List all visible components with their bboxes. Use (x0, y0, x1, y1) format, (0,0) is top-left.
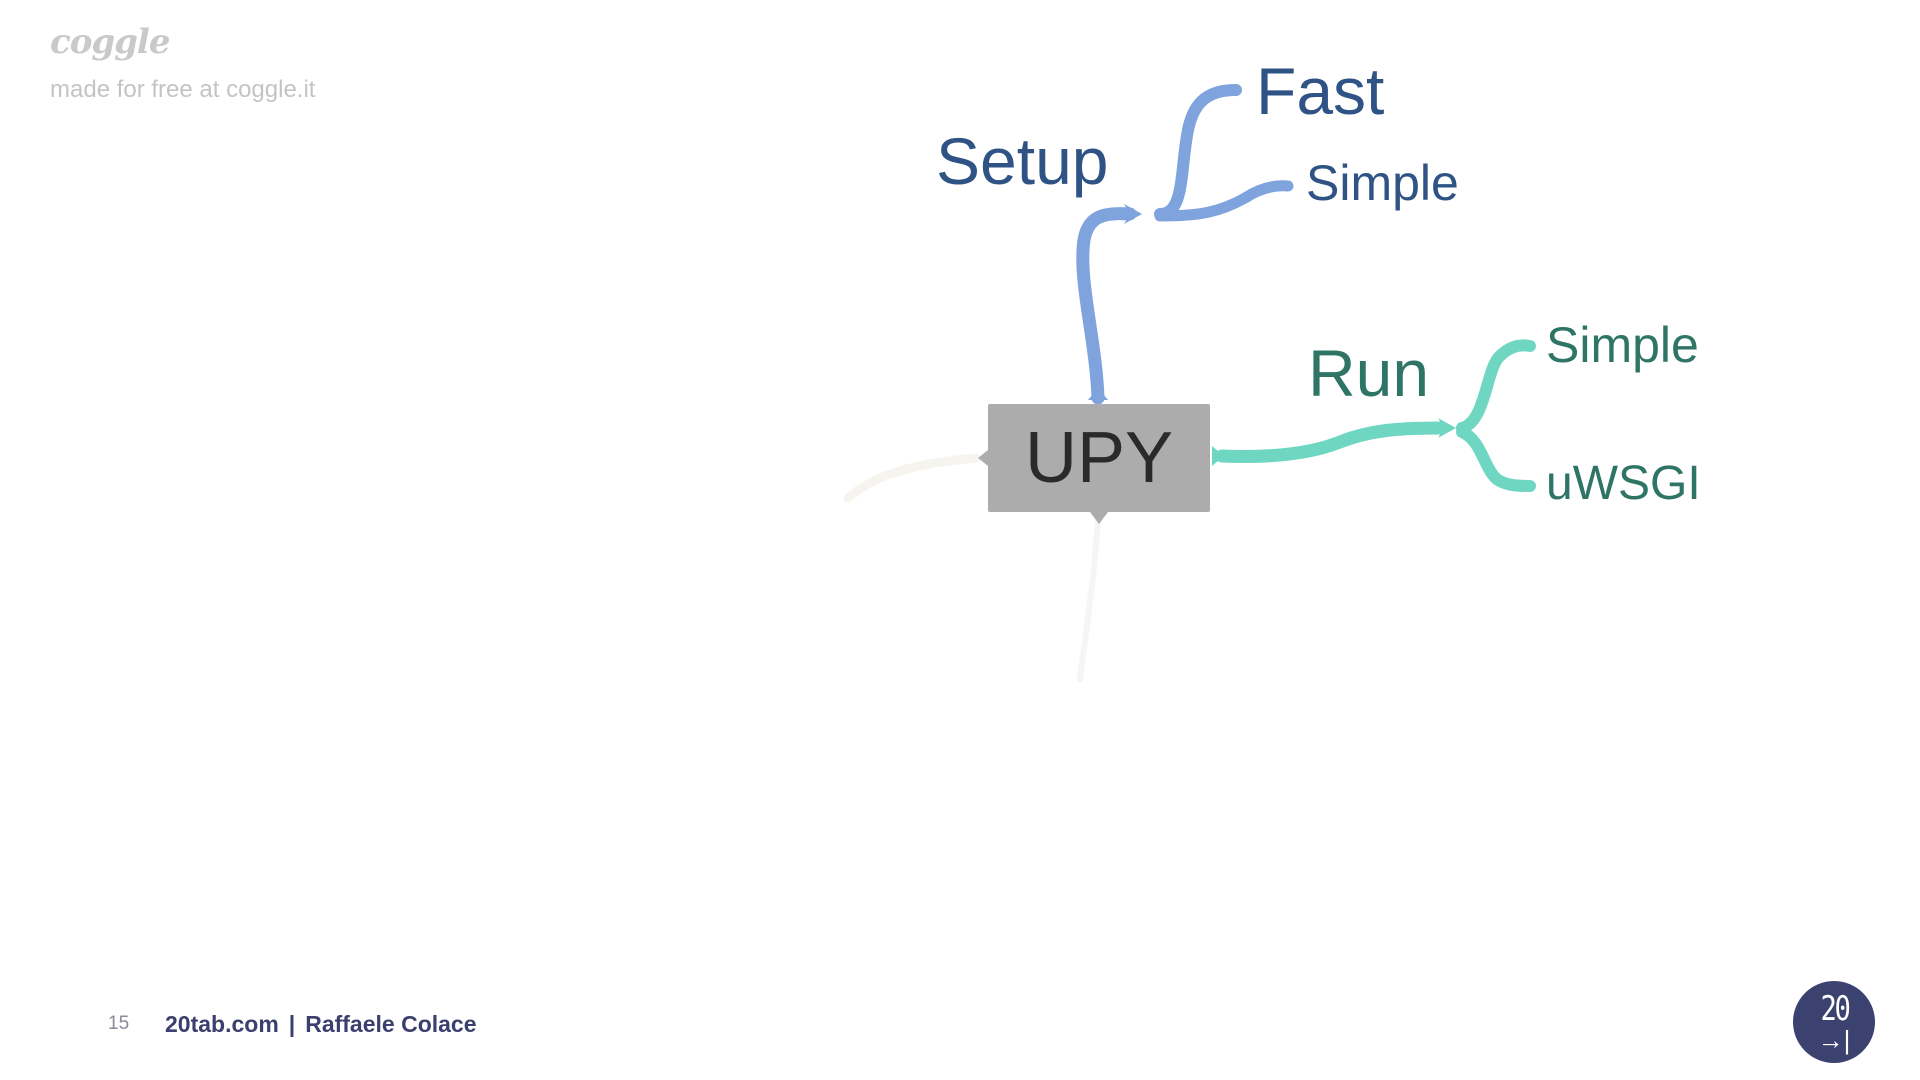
coggle-watermark-text: made for free at coggle.it (50, 76, 316, 103)
footer-author: Raffaele Colace (305, 1011, 477, 1037)
fast-connector (1154, 84, 1242, 220)
node-setup: Setup (936, 124, 1109, 198)
footer-credits: 20tab.com | Raffaele Colace (165, 1011, 477, 1038)
node-fast: Fast (1256, 54, 1385, 128)
footer-separator: | (288, 1011, 296, 1037)
center-bottom-marker (1090, 512, 1108, 524)
setup-junction-arrow (1124, 204, 1142, 224)
run-right-arrow (1212, 446, 1224, 466)
brand-logo-badge: 20 →| (1793, 981, 1875, 1063)
setup-up-arrow (1088, 388, 1108, 400)
footer-site: 20tab.com (165, 1011, 279, 1037)
run-simple-connector (1456, 339, 1536, 434)
center-node-upy: UPY (988, 404, 1210, 512)
node-setup-simple: Simple (1306, 155, 1459, 211)
page-number: 15 (108, 1013, 130, 1034)
node-uwsgi: uWSGI (1546, 457, 1701, 510)
node-run-simple: Simple (1546, 317, 1699, 373)
setup-simple-connector (1154, 180, 1294, 222)
arrow-bar-icon: →| (1817, 1025, 1851, 1055)
ghost-branch-left (843, 453, 981, 503)
setup-connector (1076, 207, 1137, 405)
center-left-marker (978, 450, 988, 466)
run-connector (1215, 421, 1447, 463)
node-run: Run (1308, 336, 1430, 410)
coggle-logo: coggle (50, 22, 170, 62)
run-uwsgi-connector (1456, 426, 1536, 492)
run-junction-arrow (1438, 418, 1456, 438)
ghost-branch-down (1077, 517, 1101, 683)
brand-logo-number: 20 (1820, 989, 1850, 1029)
